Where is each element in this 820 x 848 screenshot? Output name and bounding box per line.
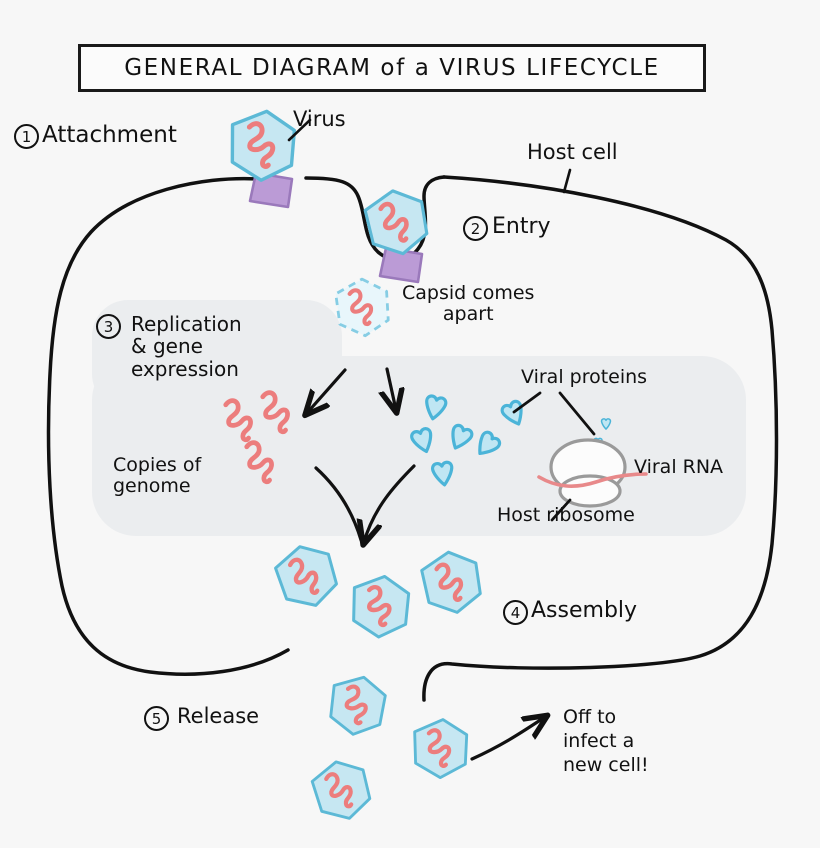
viral-proteins-leader-lines <box>512 391 596 436</box>
step-number-1: 1 <box>14 124 39 149</box>
virus-leader-line <box>287 118 312 142</box>
annotation-capsid-comes-apart: Capsid comes apart <box>402 282 535 326</box>
ribosome-leader-line <box>550 498 572 522</box>
replication-arrows <box>307 367 396 413</box>
step-number-3: 3 <box>96 314 121 339</box>
step-label-attachment: Attachment <box>42 122 177 148</box>
assembly-arrow <box>314 464 416 542</box>
virus-capsid-disassembling <box>334 277 390 338</box>
virus-particle-attachment <box>223 105 301 209</box>
step-number-2: 2 <box>463 216 488 241</box>
receptor-block <box>378 246 424 284</box>
step-number-5: 5 <box>144 706 169 731</box>
annotation-off-to-infect: Off to infect a new cell! <box>563 706 649 776</box>
annotation-host-cell: Host cell <box>527 140 618 164</box>
step-label-replication: Replication & gene expression <box>131 312 242 381</box>
annotation-host-ribosome: Host ribosome <box>497 504 635 526</box>
step-label-entry: Entry <box>492 214 551 239</box>
host-cell-leader <box>562 168 572 194</box>
step-label-assembly: Assembly <box>531 598 638 623</box>
virus-particle-entry <box>361 186 431 284</box>
title-box <box>78 44 706 92</box>
assembled-virions <box>270 539 484 643</box>
step-label-release: Release <box>177 704 260 728</box>
released-virions <box>308 669 472 826</box>
off-to-infect-arrow <box>470 717 545 761</box>
step-number-4: 4 <box>503 600 528 625</box>
annotation-copies-of-genome: Copies of genome <box>113 454 202 498</box>
annotation-viral-rna: Viral RNA <box>634 456 724 478</box>
viral-rna-strand <box>537 472 648 488</box>
annotation-virus: Virus <box>293 107 346 131</box>
host-ribosome <box>537 418 648 508</box>
annotation-viral-proteins: Viral proteins <box>521 366 648 388</box>
